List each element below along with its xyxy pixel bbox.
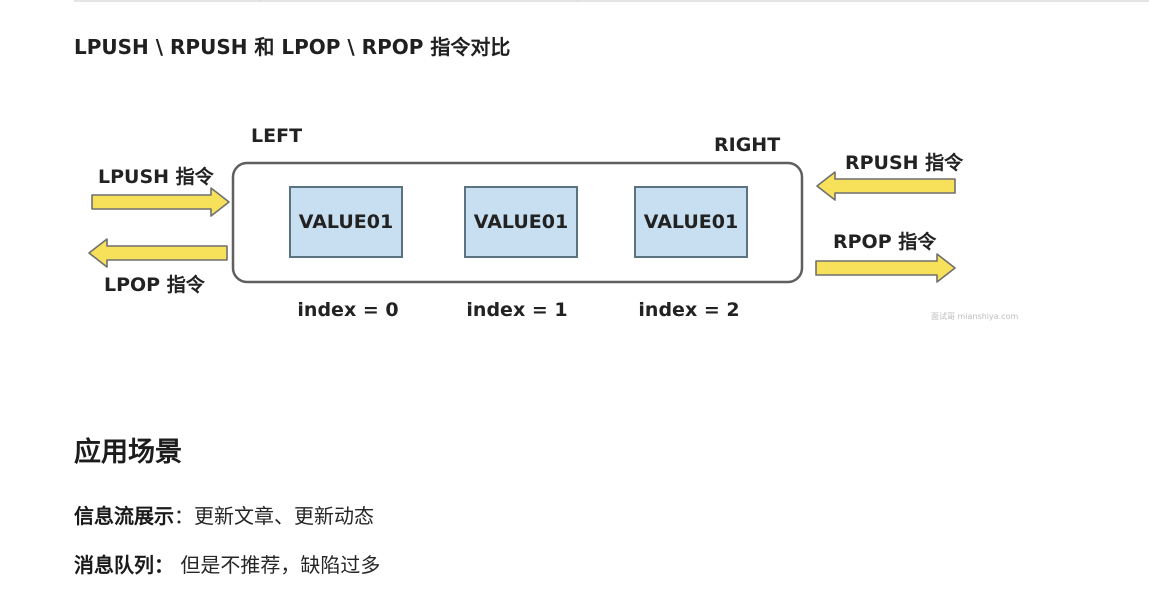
cell-value-1: VALUE01 bbox=[474, 211, 568, 233]
right-label: RIGHT bbox=[714, 134, 780, 156]
scenario-desc: 但是不推荐，缺陷过多 bbox=[174, 553, 381, 577]
rpush-label: RPUSH 指令 bbox=[845, 151, 964, 174]
rpop-arrow-icon bbox=[815, 253, 956, 283]
index-label-1: index = 1 bbox=[466, 299, 567, 321]
list-push-pop-diagram: LEFT RIGHT VALUE01 VALUE01 VALUE01 index… bbox=[88, 125, 964, 321]
cell-value-0: VALUE01 bbox=[299, 211, 393, 233]
list-cell-1 bbox=[464, 186, 578, 258]
divider-tick bbox=[259, 0, 260, 2]
list-cell-2 bbox=[634, 186, 748, 258]
lpush-arrow-icon bbox=[91, 187, 230, 217]
list-cell-0 bbox=[289, 186, 403, 258]
lpop-label: LPOP 指令 bbox=[104, 273, 206, 296]
rpush-arrow-icon bbox=[816, 171, 956, 201]
section-title: LPUSH \ RPUSH 和 LPOP \ RPOP 指令对比 bbox=[74, 35, 511, 59]
scenario-desc: 更新文章、更新动态 bbox=[194, 504, 374, 528]
left-label: LEFT bbox=[251, 125, 302, 147]
scenario-term: 信息流展示 bbox=[74, 504, 174, 528]
scenario-item-feed: 信息流展示：更新文章、更新动态 bbox=[74, 500, 374, 529]
scenarios-heading: 应用场景 bbox=[74, 437, 182, 468]
scenario-term: 消息队列： bbox=[74, 553, 174, 577]
lpop-arrow-icon bbox=[88, 238, 228, 268]
scenario-separator: ： bbox=[174, 504, 194, 528]
watermark: 面试哥 mianshiya.com bbox=[931, 312, 1019, 321]
index-label-2: index = 2 bbox=[638, 299, 739, 321]
lpush-label: LPUSH 指令 bbox=[98, 165, 215, 188]
divider-tick bbox=[577, 0, 578, 2]
top-divider bbox=[74, 0, 1149, 2]
cell-value-2: VALUE01 bbox=[644, 211, 738, 233]
index-label-0: index = 0 bbox=[297, 299, 398, 321]
scenario-item-queue: 消息队列： 但是不推荐，缺陷过多 bbox=[74, 549, 380, 578]
rpop-label: RPOP 指令 bbox=[833, 230, 937, 253]
